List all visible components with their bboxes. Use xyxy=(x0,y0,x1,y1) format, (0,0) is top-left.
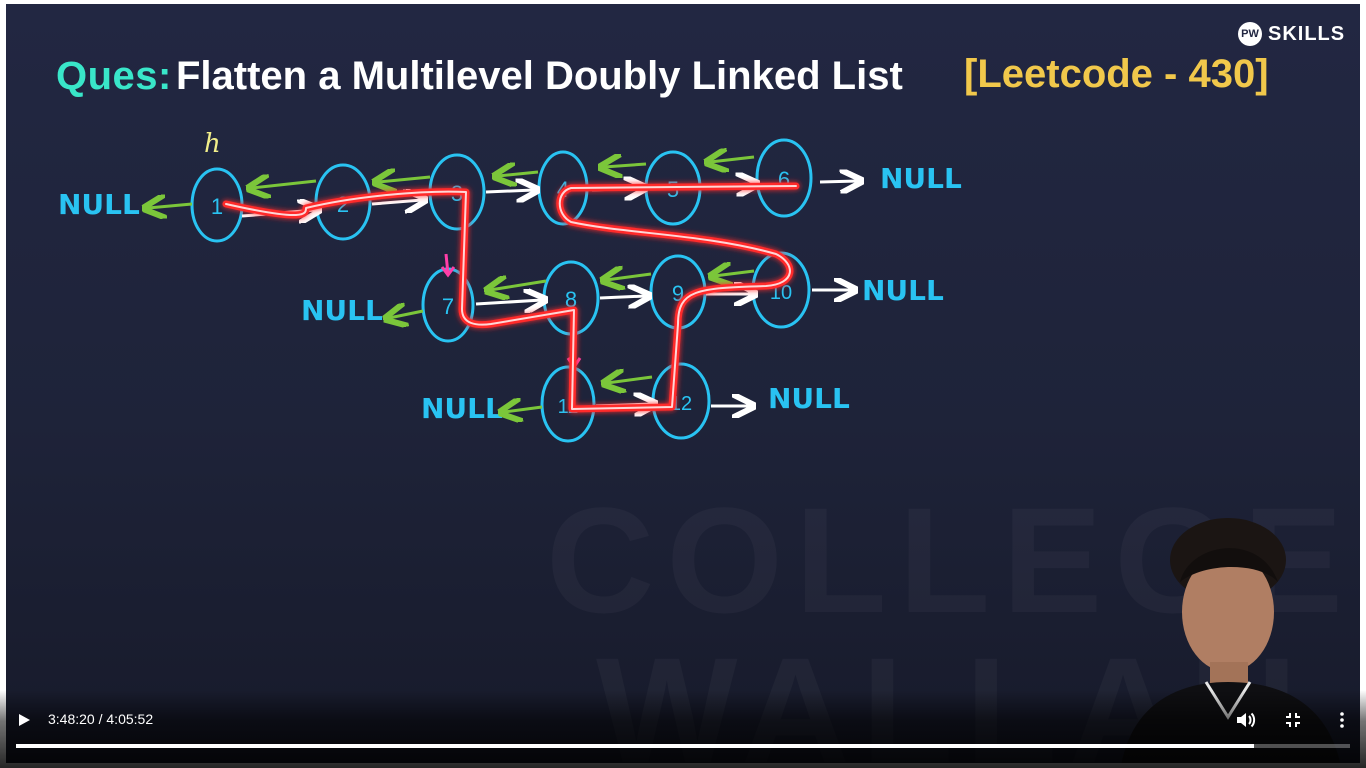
null-left-level3: NULL xyxy=(421,392,503,425)
null-right-level1: NULL xyxy=(880,162,962,195)
node-6: 6 xyxy=(755,138,813,218)
head-marker: h xyxy=(204,129,221,159)
question-label: Ques: xyxy=(56,54,172,98)
time-separator: / xyxy=(94,711,107,727)
prev-arrows xyxy=(148,157,755,412)
exit-fullscreen-button[interactable] xyxy=(1279,706,1307,734)
linked-list-diagram: h NULL NULL NULL NULL NULL NULL 1 2 3 xyxy=(58,129,962,443)
video-frame[interactable]: COLLEGE WALLAH PW SKILLS Ques: Flatten a… xyxy=(6,4,1360,763)
more-options-button[interactable] xyxy=(1328,706,1356,734)
null-right-level3: NULL xyxy=(768,382,850,415)
null-left-level2: NULL xyxy=(301,294,383,327)
more-vert-icon xyxy=(1340,712,1344,728)
svg-text:7: 7 xyxy=(442,294,454,319)
play-icon xyxy=(19,714,30,726)
progress-bar[interactable] xyxy=(16,744,1350,748)
fullscreen-exit-icon xyxy=(1286,713,1300,727)
volume-button[interactable] xyxy=(1232,706,1260,734)
svg-text:1: 1 xyxy=(211,194,223,219)
pw-logo-icon: PW xyxy=(1238,22,1262,46)
svg-text:8: 8 xyxy=(565,287,577,312)
null-left-level1: NULL xyxy=(58,188,140,221)
null-right-level2: NULL xyxy=(862,274,944,307)
duration: 4:05:52 xyxy=(106,711,154,727)
leetcode-tag: [Leetcode - 430] xyxy=(964,52,1269,96)
question-title: Flatten a Multilevel Doubly Linked List xyxy=(176,54,903,98)
brand-name: SKILLS xyxy=(1268,22,1346,45)
node-10: 10 xyxy=(751,251,811,329)
brand: PW SKILLS xyxy=(1238,22,1345,46)
node-11: 11 xyxy=(540,365,596,443)
time-display: 3:48:20 / 4:05:52 xyxy=(48,711,153,727)
play-button[interactable] xyxy=(10,706,38,734)
flatten-path-core xyxy=(225,185,797,410)
node-12: 12 xyxy=(651,362,711,440)
player-controls: 3:48:20 / 4:05:52 xyxy=(0,690,1366,768)
current-time: 3:48:20 xyxy=(48,711,95,727)
volume-icon xyxy=(1237,712,1256,728)
progress-fill xyxy=(16,744,1254,748)
